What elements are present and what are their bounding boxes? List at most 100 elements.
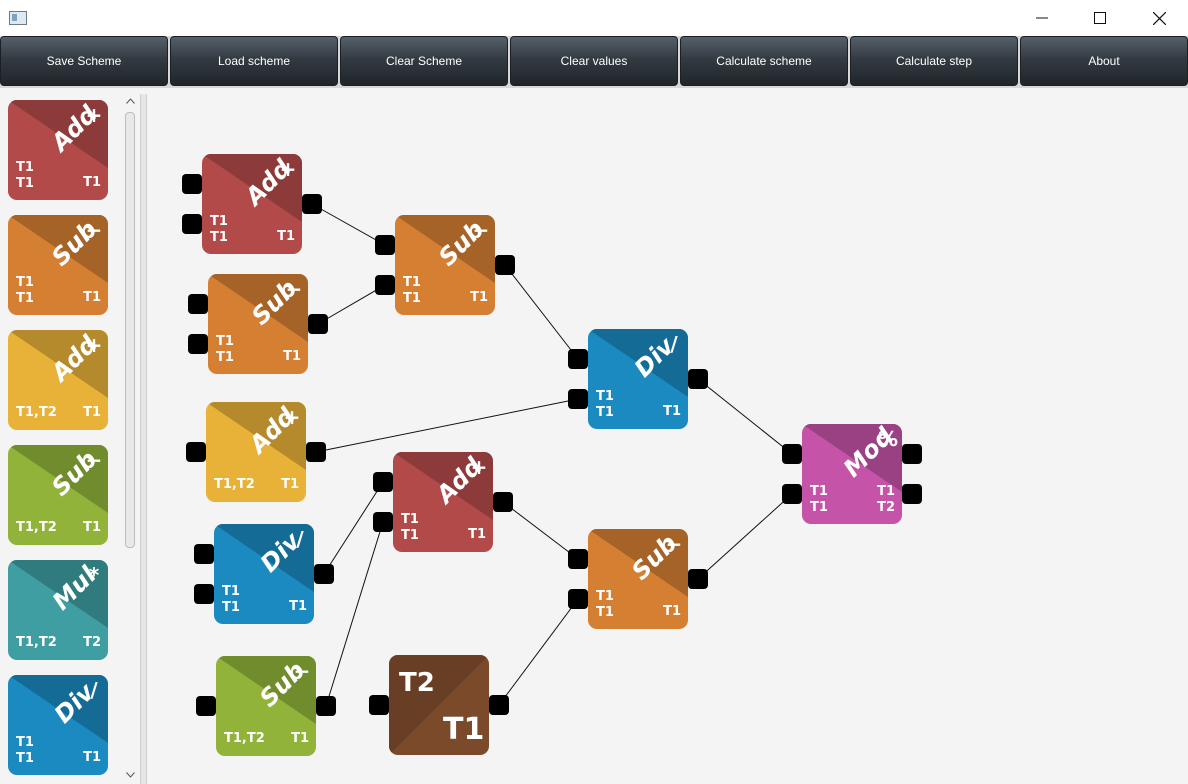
about-button[interactable]: About — [1020, 36, 1188, 86]
palette-block-output-type: T1 — [83, 175, 101, 190]
calculate-step-button[interactable]: Calculate step — [850, 36, 1018, 86]
calculate-scheme-button[interactable]: Calculate scheme — [680, 36, 848, 86]
output-port[interactable] — [489, 695, 509, 715]
connection-wire[interactable] — [498, 598, 579, 706]
clear-scheme-button[interactable]: Clear Scheme — [340, 36, 508, 86]
input-port[interactable] — [373, 512, 393, 532]
output-port[interactable] — [688, 569, 708, 589]
input-port[interactable] — [373, 472, 393, 492]
input-port[interactable] — [188, 294, 208, 314]
node-output-type: T1 — [291, 731, 309, 746]
input-port[interactable] — [568, 389, 588, 409]
palette-block-output-type: T1 — [83, 290, 101, 305]
node-input-type: T1 — [216, 334, 234, 349]
split-divider[interactable] — [140, 94, 147, 784]
input-port[interactable] — [194, 584, 214, 604]
connection-wire[interactable] — [317, 284, 386, 325]
node-op-symbol: + — [280, 157, 297, 181]
clear-values-button[interactable]: Clear values — [510, 36, 678, 86]
node-output-type: T1 — [877, 484, 895, 499]
output-port[interactable] — [902, 484, 922, 504]
close-button[interactable] — [1130, 0, 1188, 36]
input-port[interactable] — [375, 235, 395, 255]
input-port[interactable] — [196, 696, 216, 716]
palette-block-input-type: T1 — [16, 735, 34, 750]
input-port[interactable] — [186, 442, 206, 462]
connection-wire[interactable] — [697, 493, 793, 580]
input-port[interactable] — [375, 275, 395, 295]
connection-wire[interactable] — [697, 378, 793, 455]
node-op-symbol: − — [473, 218, 490, 242]
node-output-type: T1 — [663, 604, 681, 619]
input-port[interactable] — [568, 349, 588, 369]
node-input-type: T1 — [216, 350, 234, 365]
scroll-thumb[interactable] — [125, 112, 135, 548]
input-port[interactable] — [194, 544, 214, 564]
connection-wire[interactable] — [311, 203, 386, 246]
input-port[interactable] — [782, 444, 802, 464]
scroll-up-icon[interactable] — [125, 96, 135, 106]
input-port[interactable] — [182, 174, 202, 194]
save-scheme-button[interactable]: Save Scheme — [0, 36, 168, 86]
minimize-button[interactable] — [1013, 0, 1071, 36]
palette-block-op-symbol: + — [86, 103, 103, 127]
output-port[interactable] — [314, 564, 334, 584]
node-input-type: T1 — [810, 500, 828, 515]
palette-scrollbar[interactable] — [122, 94, 138, 784]
connection-wire[interactable] — [504, 264, 579, 360]
output-port[interactable] — [493, 492, 513, 512]
node-input-type: T1 — [222, 600, 240, 615]
output-port[interactable] — [902, 444, 922, 464]
connection-wire[interactable] — [325, 521, 384, 707]
load-scheme-button[interactable]: Load scheme — [170, 36, 338, 86]
node-op-symbol: / — [670, 332, 678, 356]
node-input-type: T1 — [401, 512, 419, 527]
output-port[interactable] — [306, 442, 326, 462]
input-port[interactable] — [782, 484, 802, 504]
maximize-button[interactable] — [1071, 0, 1129, 36]
input-port[interactable] — [568, 589, 588, 609]
scroll-down-icon[interactable] — [125, 770, 135, 780]
input-port[interactable] — [568, 549, 588, 569]
connection-wire[interactable] — [323, 481, 384, 575]
output-port[interactable] — [316, 696, 336, 716]
node-input-type: T1 — [210, 214, 228, 229]
node-output-type: T1 — [663, 404, 681, 419]
app-icon — [9, 11, 27, 25]
connection-wire[interactable] — [315, 398, 579, 453]
input-port[interactable] — [188, 334, 208, 354]
input-port[interactable] — [369, 695, 389, 715]
toolbar: Save Scheme Load scheme Clear Scheme Cle… — [0, 36, 1188, 88]
palette-block-input-type: T1,T2 — [16, 520, 57, 535]
connection-wire[interactable] — [502, 501, 579, 560]
output-port[interactable] — [302, 194, 322, 214]
output-port[interactable] — [308, 314, 328, 334]
output-port[interactable] — [688, 369, 708, 389]
output-port[interactable] — [495, 255, 515, 275]
input-port[interactable] — [182, 214, 202, 234]
